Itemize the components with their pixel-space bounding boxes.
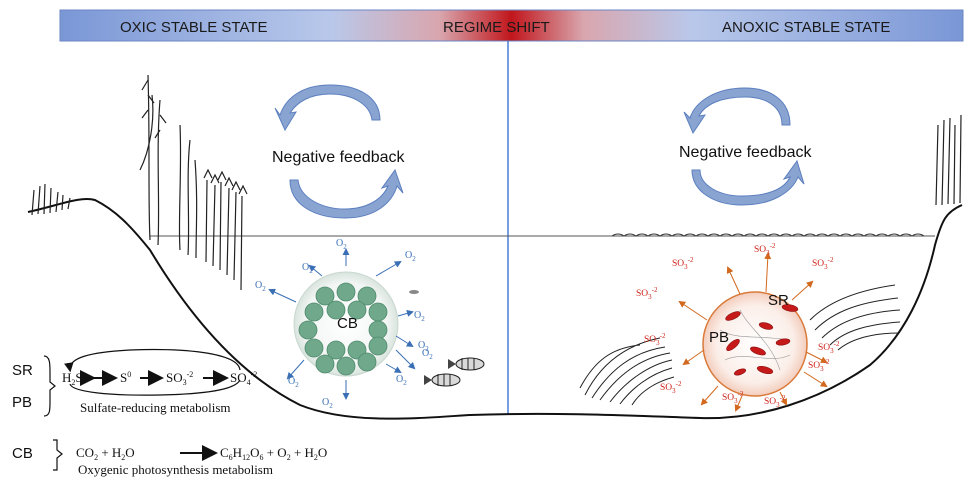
so3-label: SO3-2 — [660, 380, 682, 395]
s0-formula: S0 — [120, 370, 131, 385]
oxic-state-label: OXIC STABLE STATE — [120, 19, 268, 36]
fish-icon — [409, 290, 485, 387]
so3-arrow — [791, 280, 814, 301]
o2-label: O2 — [302, 262, 313, 275]
o2-arrow — [375, 260, 402, 277]
cyanobacteria-cell — [315, 354, 335, 374]
cyanobacteria-cell — [304, 338, 324, 358]
o2-label: O2 — [336, 238, 347, 251]
sr-cluster-label: SR — [768, 292, 789, 309]
so3-label: SO3-2 — [722, 390, 744, 405]
cyanobacteria-cells — [298, 282, 388, 376]
pb-cluster-label: PB — [709, 329, 729, 346]
so4-formula: SO4-2 — [230, 370, 257, 387]
o2-label: O2 — [405, 250, 416, 263]
so3-arrow — [805, 351, 828, 363]
so3-arrow — [779, 391, 787, 406]
so3-arrow — [803, 371, 828, 388]
o2-arrow — [385, 363, 402, 373]
so3-arrow — [700, 385, 719, 406]
sulfur-cycle-return — [69, 379, 241, 396]
so3-label: SO3-2 — [636, 286, 658, 301]
so3-label: SO3-2 — [764, 394, 786, 409]
cyanobacteria-cell — [336, 356, 356, 376]
cyanobacteria-cell — [315, 286, 335, 306]
h2s-formula: H2S — [62, 370, 83, 387]
cyanobacteria-cell — [304, 302, 324, 322]
equations-panel: SR PB H2S S0 SO3-2 SO4-2 Sulfate-reducin… — [12, 348, 327, 477]
side-label-pb: PB — [12, 394, 32, 411]
cyanobacteria-cell — [357, 352, 377, 372]
o2-arrow — [268, 288, 297, 303]
cyanobacteria-cell — [368, 302, 388, 322]
so3-arrow — [734, 395, 743, 412]
lake-basin — [27, 198, 963, 420]
cyanobacteria-cell — [368, 336, 388, 356]
sulfite-arrows: SO3-2SO3-2SO3-2SO3-2SO3-2SO3-2SO3-2SO3-2… — [636, 242, 840, 412]
cyanobacteria-cell — [326, 300, 346, 320]
so3-label: SO3-2 — [808, 358, 830, 373]
cyanobacteria-cell — [368, 320, 388, 340]
anoxic-state-label: ANOXIC STABLE STATE — [722, 19, 890, 36]
so3-arrow — [764, 252, 772, 293]
sulfur-cycle-arrow — [64, 348, 241, 373]
photosynthesis-caption: Oxygenic photosynthesis metabolism — [78, 462, 273, 477]
reed-plants-icon — [31, 74, 248, 291]
regime-banner: OXIC STABLE STATE REGIME SHIFT ANOXIC ST… — [59, 9, 964, 42]
o2-label: O2 — [414, 310, 425, 323]
photosynthesis-lhs: CO2 + H2O — [76, 445, 135, 462]
negative-feedback-left-label: Negative feedback — [272, 149, 406, 166]
seagrass-right-icon — [809, 284, 901, 351]
o2-label: O2 — [422, 348, 433, 361]
side-label-cb: CB — [12, 445, 33, 462]
o2-label: O2 — [288, 376, 299, 389]
so3-formula: SO3-2 — [166, 370, 193, 387]
regime-shift-label: REGIME SHIFT — [443, 19, 550, 36]
so3-label: SO3-2 — [812, 256, 834, 271]
so3-arrow — [682, 349, 705, 366]
o2-arrow — [308, 264, 323, 277]
sulfate-caption: Sulfate-reducing metabolism — [80, 400, 231, 415]
so3-label: SO3-2 — [754, 242, 776, 257]
o2-label: O2 — [255, 280, 266, 293]
so3-label: SO3-2 — [672, 256, 694, 271]
o2-arrow — [286, 359, 305, 380]
cyanobacteria-cell — [357, 286, 377, 306]
cyanobacteria-cell — [326, 340, 346, 360]
seagrass-left-icon — [579, 337, 675, 406]
pb-sr-cluster: SR PB — [702, 291, 808, 397]
o2-label: O2 — [418, 340, 429, 353]
o2-label: O2 — [396, 374, 407, 387]
cyanobacteria-cell — [347, 300, 367, 320]
so3-label: SO3-2 — [644, 332, 666, 347]
right-reeds-icon — [935, 114, 962, 206]
negative-feedback-right-label: Negative feedback — [679, 144, 813, 161]
o2-label: O2 — [322, 397, 333, 410]
cb-cluster-label: CB — [337, 315, 358, 332]
cyanobacteria-cluster: CB — [293, 271, 399, 377]
feedback-loop-left-icon: Negative feedback — [272, 84, 406, 219]
o2-arrow — [395, 335, 414, 348]
so3-label: SO3-2 — [818, 340, 840, 355]
cb-brace — [53, 439, 63, 471]
so3-arrow — [726, 266, 741, 295]
photosynthesis-rhs: C6H12O6 + O2 + H2O — [220, 445, 327, 462]
side-label-sr: SR — [12, 362, 33, 379]
sr-pb-brace — [43, 355, 56, 417]
o2-arrow — [395, 349, 416, 370]
so3-arrow — [678, 300, 708, 321]
o2-arrow — [397, 310, 414, 317]
cyanobacteria-cell — [298, 320, 318, 340]
cyanobacteria-cell — [336, 282, 356, 302]
feedback-loop-right-icon: Negative feedback — [679, 87, 813, 206]
